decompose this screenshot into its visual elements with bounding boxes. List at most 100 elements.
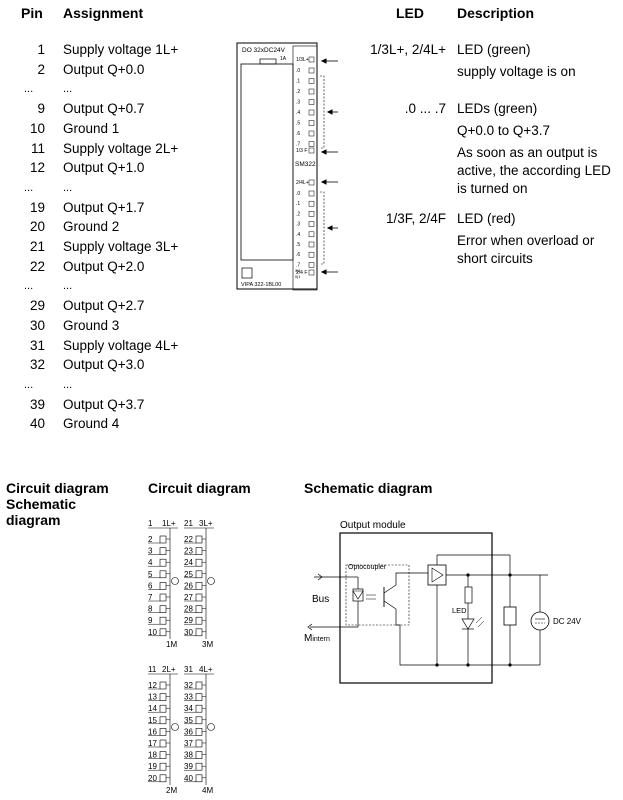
- dc-label: DC 24V: [553, 617, 582, 626]
- circuit-title: Circuit diagram: [148, 480, 251, 496]
- circuit-output: [159, 628, 167, 637]
- circuit-output: [195, 704, 203, 713]
- circuit-pin-label: 13: [148, 693, 157, 702]
- led-description-line: supply voltage is on: [457, 64, 576, 79]
- circuit-output: [195, 558, 203, 567]
- circuit-output: [195, 681, 203, 690]
- module-mark-1: 3|2: [295, 268, 301, 273]
- circuit-pin-label: 4: [148, 558, 153, 567]
- assignment-header: Assignment: [63, 5, 144, 21]
- module-led-indicator: [308, 109, 315, 116]
- circuit-pin-label: 18: [148, 751, 157, 760]
- module-front-view: DO 32xDC24V 1A 1/3L+.0.1.2.3.4.5.6.71/3 …: [236, 42, 338, 291]
- circuit-output: [195, 774, 203, 783]
- module-mark-2: 0|1: [295, 274, 301, 279]
- circuit-pin-label: 35: [184, 716, 193, 725]
- circuit-output: [195, 605, 203, 613]
- pin-number: 10: [29, 120, 45, 136]
- circuit-output: [195, 728, 203, 736]
- circuit-pin-label: 33: [184, 693, 193, 702]
- circuit-output: [159, 774, 167, 783]
- module-channel-top: .5: [296, 121, 300, 127]
- module-channel-bottom: .0: [296, 191, 300, 197]
- module-channel-bottom: .6: [296, 252, 300, 258]
- module-channel-bottom: .1: [296, 201, 300, 207]
- circuit-output: [159, 693, 167, 701]
- circuit-pin-label: 8: [148, 605, 153, 614]
- pin-assignment: Output Q+3.0: [63, 357, 145, 373]
- module-led-indicator: [308, 262, 315, 268]
- module-led-indicator: [308, 78, 315, 84]
- module-channel-bottom: .3: [296, 222, 300, 228]
- circuit-output: [159, 558, 167, 567]
- module-channel-bottom: .7: [296, 262, 300, 268]
- module-channel-bottom: .5: [296, 242, 300, 248]
- circuit-pin-label: 37: [184, 739, 193, 748]
- led-description-line: is turned on: [457, 181, 528, 196]
- pin-number: 32: [29, 357, 45, 373]
- pin-number: 12: [29, 160, 45, 176]
- circuit-symbol: [171, 577, 179, 585]
- circuit-output: [159, 582, 167, 590]
- circuit-pin-label: 16: [148, 727, 157, 736]
- circuit-pin-label: 24: [184, 558, 193, 567]
- circuit-output: [195, 751, 203, 759]
- circuit-pin-label: 9: [148, 616, 153, 625]
- led-header: LED: [396, 5, 424, 21]
- module-led-indicator: [308, 67, 315, 74]
- circuit-output: [159, 728, 167, 736]
- pin-number: 9: [37, 101, 45, 117]
- module-led-indicator: [308, 179, 315, 186]
- circuit-output: [159, 593, 167, 602]
- module-led-indicator: [308, 269, 315, 276]
- circuit-output: [159, 762, 167, 771]
- circuit-pin-label: 19: [148, 762, 157, 771]
- circuit-output: [195, 762, 203, 771]
- led-description-line: short circuits: [457, 251, 533, 266]
- circuit-pin-label: 31: [184, 665, 193, 674]
- circuit-output: [195, 739, 203, 748]
- led-name: 1/3F, 2/4F: [385, 211, 446, 226]
- module-led-indicator: [308, 190, 315, 197]
- module-channel-bottom: .4: [296, 232, 300, 238]
- circuit-output: [159, 616, 167, 625]
- circuit-pin-label: 39: [184, 762, 193, 771]
- led-label: LED: [452, 606, 467, 615]
- pin-number: 20: [29, 219, 45, 235]
- pin-number: 30: [29, 317, 45, 333]
- pin-assignment: ...: [63, 83, 73, 96]
- circuit-symbol: [207, 723, 215, 731]
- pin-number: 11: [30, 140, 45, 156]
- circuit-output: [159, 535, 167, 544]
- circuit-output: [195, 593, 203, 602]
- circuit-ground-label: 4M: [202, 786, 213, 795]
- led-description-line: As soon as an output is: [457, 145, 598, 160]
- module-led-indicator: [308, 231, 315, 238]
- pin-assignment: ...: [63, 280, 73, 293]
- circuit-output: [195, 535, 203, 544]
- module-led-indicator: [308, 99, 315, 105]
- circuit-output: [159, 570, 167, 579]
- module-led-indicator: [308, 88, 315, 95]
- section-left-title: Circuit diagram Schematic diagram: [6, 480, 109, 528]
- m-intern-label: Mintern: [304, 633, 330, 644]
- circuit-output: [195, 716, 203, 725]
- schematic-diagram: Output module Optocoupler Bus Mintern LE…: [304, 520, 582, 684]
- pin-assignment: Output Q+2.0: [63, 258, 145, 274]
- pin-assignment: Ground 1: [63, 120, 120, 136]
- module-channel-top: .7: [296, 142, 300, 148]
- led-description-line: Error when overload or: [457, 233, 595, 248]
- load-resistor: [503, 606, 517, 626]
- pin-number: 29: [29, 298, 45, 314]
- module-channel-top: .6: [296, 131, 300, 137]
- module-led-indicator: [308, 120, 315, 126]
- circuit-output: [195, 570, 203, 579]
- pin-header: Pin: [21, 5, 43, 21]
- circuit-pin-label: 5: [148, 570, 153, 579]
- circuit-output: [195, 582, 203, 590]
- circuit-output: [195, 547, 203, 555]
- circuit-pin-label: 40: [184, 774, 193, 783]
- module-led-indicator: [308, 251, 315, 258]
- module-led-indicator: [308, 141, 315, 147]
